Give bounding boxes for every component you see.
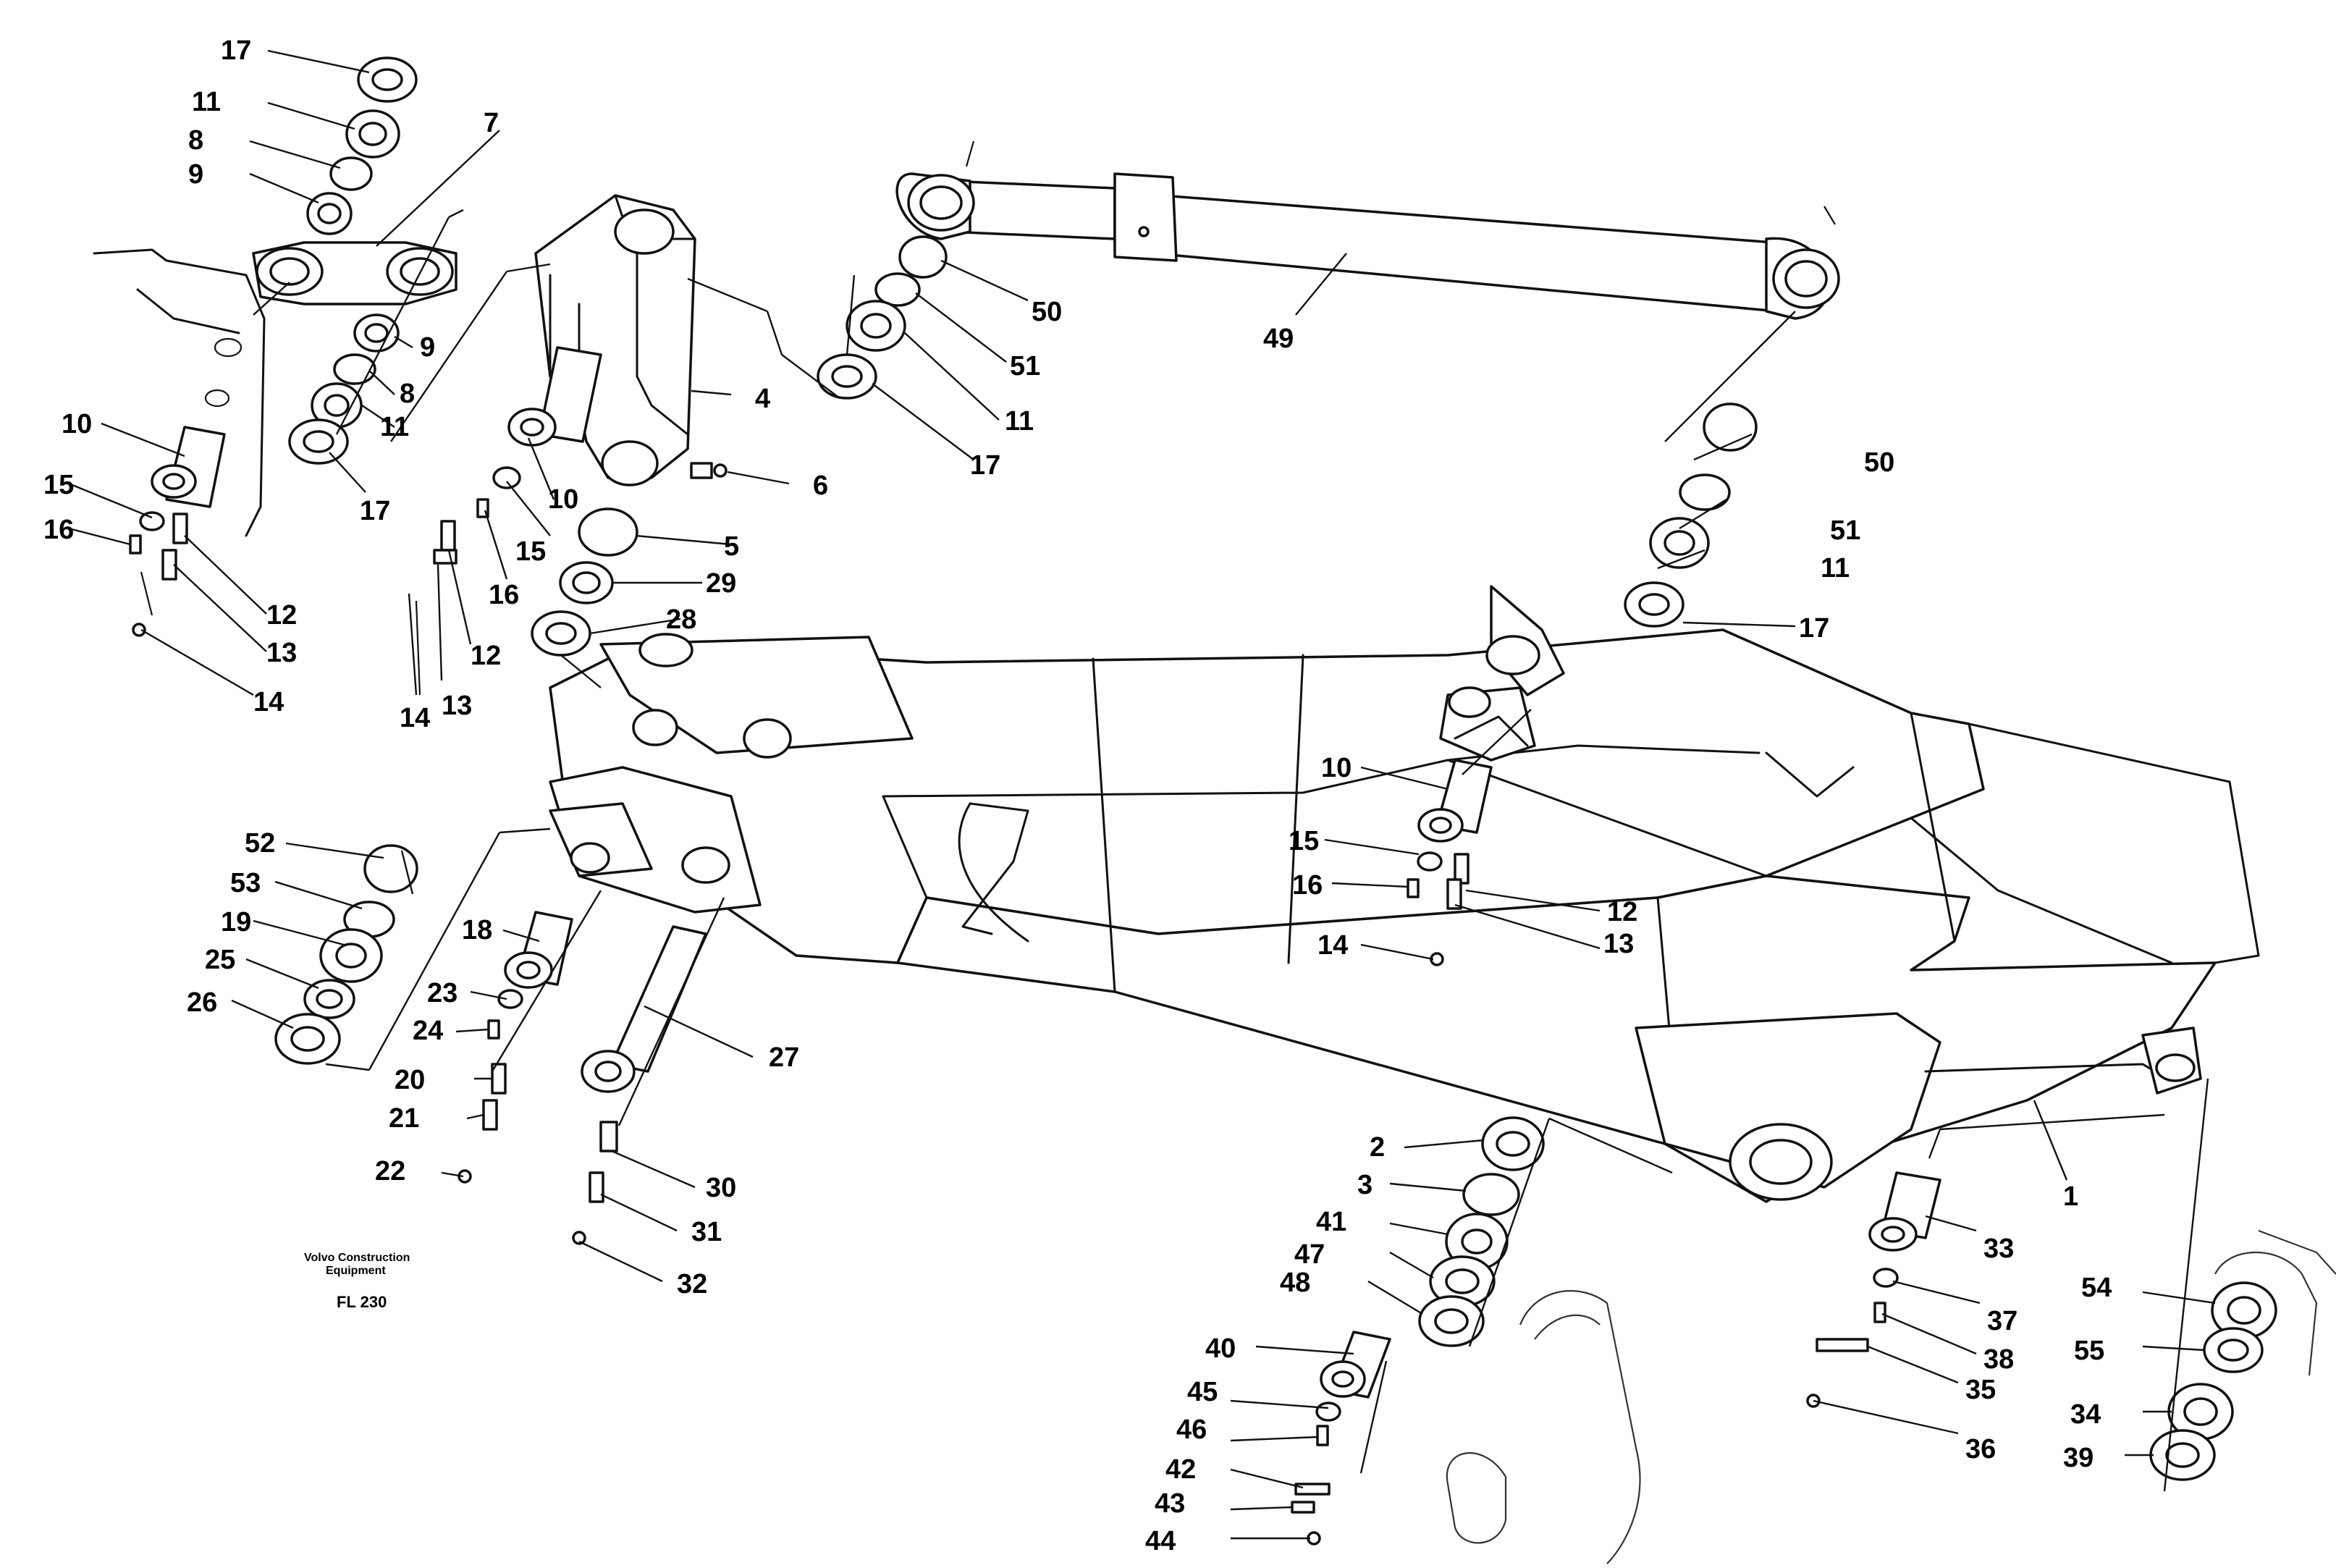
callout-11: 11 (380, 412, 409, 442)
callout-12: 12 (471, 641, 501, 671)
callout-16: 16 (43, 515, 74, 545)
callout-25: 25 (205, 945, 235, 975)
callout-6: 6 (813, 471, 828, 501)
callout-15: 15 (43, 470, 74, 500)
callout-10: 10 (1321, 753, 1352, 783)
callout-2: 2 (1370, 1132, 1385, 1163)
link-bracket (534, 194, 728, 486)
callout-45: 45 (1187, 1377, 1218, 1407)
callout-14: 14 (400, 703, 430, 733)
brand-line-1: Volvo Construction (304, 1252, 410, 1264)
callout-24: 24 (413, 1016, 443, 1046)
callout-34: 34 (2070, 1399, 2101, 1430)
callout-54: 54 (2081, 1273, 2112, 1303)
callout-50: 50 (1864, 447, 1894, 478)
callout-17: 17 (221, 35, 251, 66)
callout-18: 18 (462, 915, 492, 945)
callout-49: 49 (1263, 324, 1294, 354)
callout-31: 31 (691, 1217, 722, 1247)
callout-11: 11 (192, 87, 221, 117)
callout-11: 11 (1821, 553, 1850, 583)
callout-44: 44 (1145, 1526, 1176, 1556)
callout-29: 29 (706, 568, 736, 599)
callout-19: 19 (221, 907, 251, 937)
callout-4: 4 (755, 384, 770, 414)
callout-7: 7 (484, 108, 499, 138)
callout-50: 50 (1032, 297, 1062, 327)
callout-53: 53 (230, 868, 261, 898)
hydraulic-cylinder (895, 140, 1840, 320)
callout-10: 10 (548, 484, 578, 515)
callout-13: 13 (266, 638, 297, 668)
callout-23: 23 (427, 978, 457, 1008)
callout-labels: 17 11 8 9 7 9 8 11 17 10 15 16 12 13 14 … (43, 35, 2112, 1556)
callout-27: 27 (769, 1042, 799, 1073)
callout-9: 9 (188, 159, 203, 190)
callout-8: 8 (188, 125, 203, 156)
callout-22: 22 (375, 1156, 405, 1186)
callout-40: 40 (1205, 1333, 1236, 1364)
callout-9: 9 (420, 332, 435, 363)
callout-11: 11 (1005, 406, 1034, 437)
callout-41: 41 (1316, 1207, 1346, 1237)
callout-33: 33 (1983, 1234, 2014, 1264)
link-arm (252, 241, 457, 305)
callout-12: 12 (266, 600, 297, 631)
callout-17: 17 (360, 496, 390, 526)
callout-14: 14 (1317, 930, 1348, 961)
callout-55: 55 (2074, 1336, 2104, 1366)
callout-17: 17 (1799, 613, 1829, 644)
callout-51: 51 (1010, 351, 1040, 382)
callout-37: 37 (1987, 1306, 2017, 1336)
callout-26: 26 (187, 987, 217, 1018)
callout-20: 20 (395, 1065, 425, 1095)
callout-14: 14 (253, 687, 284, 717)
callout-48: 48 (1280, 1268, 1310, 1298)
callout-28: 28 (666, 604, 696, 635)
callout-46: 46 (1176, 1415, 1207, 1445)
callout-51: 51 (1830, 515, 1860, 546)
callout-32: 32 (677, 1269, 707, 1299)
callout-10: 10 (62, 409, 92, 439)
callout-13: 13 (1603, 929, 1634, 959)
callout-17: 17 (970, 450, 1000, 481)
leader-lines (68, 49, 2216, 1540)
callout-16: 16 (1292, 870, 1323, 901)
callout-35: 35 (1965, 1375, 1996, 1405)
callout-15: 15 (1289, 826, 1319, 856)
callout-52: 52 (245, 828, 275, 859)
callout-38: 38 (1983, 1344, 2014, 1375)
callout-13: 13 (442, 691, 472, 721)
callout-12: 12 (1607, 897, 1637, 927)
callout-42: 42 (1165, 1454, 1196, 1485)
callout-30: 30 (706, 1173, 736, 1203)
callout-43: 43 (1155, 1488, 1185, 1519)
callout-39: 39 (2063, 1443, 2093, 1473)
callout-1: 1 (2063, 1181, 2078, 1212)
callout-36: 36 (1965, 1434, 1996, 1464)
callout-21: 21 (389, 1103, 419, 1134)
callout-15: 15 (515, 536, 546, 567)
callout-16: 16 (489, 580, 519, 610)
callout-5: 5 (724, 531, 739, 562)
callout-8: 8 (400, 379, 415, 409)
figure-code: FL 230 (337, 1293, 387, 1311)
brand-line-2: Equipment (326, 1265, 386, 1277)
callout-47: 47 (1294, 1239, 1325, 1270)
callout-3: 3 (1357, 1170, 1372, 1200)
boom-body (549, 585, 2260, 1203)
